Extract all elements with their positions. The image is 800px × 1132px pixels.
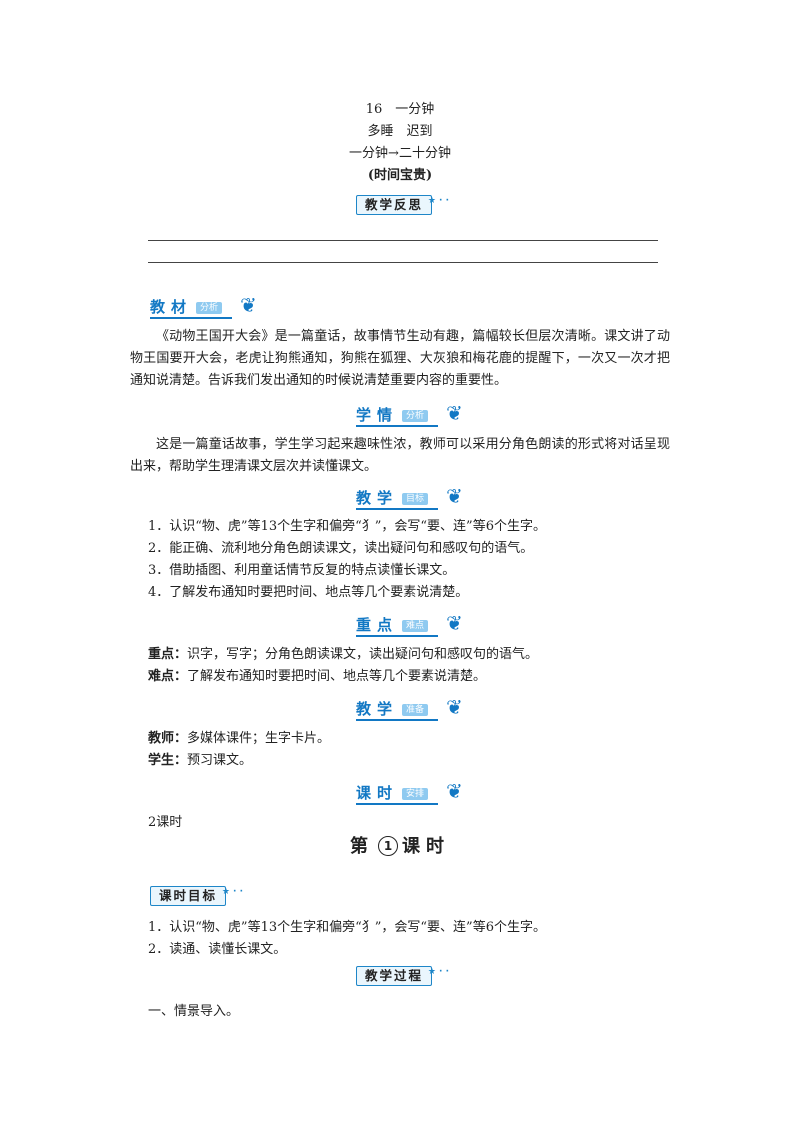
section-learning-analysis: 学情 分析 ❦: [356, 401, 476, 428]
lesson-number-circle: 1: [378, 836, 398, 856]
lesson-goal-item: 2．读通、读懂长课文。: [148, 942, 287, 957]
learning-analysis-text: 这是一篇童话故事，学生学习起来趣味性浓，教师可以采用分角色朗读的形式将对话呈现出…: [130, 437, 670, 474]
section-underline: [356, 719, 438, 721]
section-schedule-main: 课时: [356, 784, 399, 802]
goal-item: 2．能正确、流利地分角色朗读课文，读出疑问句和感叹句的语气。: [148, 541, 534, 556]
lesson-goal-item: 1．认识“物、虎”等13个生字和偏旁“犭”，会写“要、连”等6个生字。: [148, 920, 546, 935]
section-key-points: 重点 难点 ❦: [356, 611, 476, 638]
student-prep-text: 预习课文。: [187, 753, 253, 768]
stars-decoration-icon: ★ · ·: [221, 887, 244, 897]
lesson-title-pre: 第: [350, 836, 374, 857]
teacher-prep-line: 教师：多媒体课件；生字卡片。: [148, 729, 330, 749]
key-point-text: 识字，写字；分角色朗读课文，读出疑问句和感叹句的语气。: [187, 647, 539, 662]
section-goals-main: 教学: [356, 489, 399, 507]
process-heading: 教学过程 ★ · ·: [356, 966, 449, 986]
board-line-3: 一分钟→二十分钟: [349, 146, 451, 161]
student-prep-line: 学生：预习课文。: [148, 751, 252, 771]
lesson-goals-heading-text: 课时目标: [159, 888, 218, 903]
lesson-goals-heading: 课时目标 ★ · ·: [150, 886, 243, 906]
book-icon: ❦: [240, 293, 257, 317]
schedule-text: 2课时: [148, 815, 183, 830]
section-underline: [150, 317, 232, 319]
board-line-4: (时间宝贵): [367, 168, 433, 183]
book-icon: ❦: [446, 779, 463, 803]
section-keypoints-main: 重点: [356, 616, 399, 634]
section-underline: [356, 635, 438, 637]
reflection-line-1: [148, 240, 658, 241]
section-schedule: 课时 安排 ❦: [356, 779, 476, 806]
stars-decoration-icon: ★ · ·: [427, 967, 450, 977]
section-prep-sub: 准备: [402, 704, 429, 716]
section-underline: [356, 425, 438, 427]
section-learning-sub: 分析: [402, 410, 429, 422]
student-prep-label: 学生：: [148, 753, 188, 768]
material-analysis-text: 《动物王国开大会》是一篇童话，故事情节生动有趣，篇幅较长但层次清晰。课文讲了动物…: [130, 329, 670, 388]
section-prep-main: 教学: [356, 700, 399, 718]
section-schedule-sub: 安排: [402, 788, 429, 800]
section-keypoints-sub: 难点: [402, 620, 429, 632]
goal-item: 4．了解发布通知时要把时间、地点等几个要素说清楚。: [148, 585, 469, 600]
section-teaching-prep: 教学 准备 ❦: [356, 695, 476, 722]
section-material-main: 教材: [150, 298, 193, 316]
process-step: 一、情景导入。: [148, 1004, 240, 1019]
section-material-analysis: 教材 分析 ❦: [150, 293, 270, 320]
goal-item: 3．借助插图、利用童话情节反复的特点读懂长课文。: [148, 563, 456, 578]
section-material-sub: 分析: [196, 302, 223, 314]
difficult-point-label: 难点：: [148, 669, 188, 684]
board-line-2: 多睡 迟到: [367, 124, 433, 139]
lesson-title-post: 课时: [402, 836, 450, 857]
teacher-prep-text: 多媒体课件；生字卡片。: [187, 731, 331, 746]
section-underline: [356, 803, 438, 805]
goal-item: 1．认识“物、虎”等13个生字和偏旁“犭”，会写“要、连”等6个生字。: [148, 519, 546, 534]
key-point-line: 重点：识字，写字；分角色朗读课文，读出疑问句和感叹句的语气。: [148, 645, 538, 665]
process-heading-text: 教学过程: [365, 968, 424, 983]
reflection-line-2: [148, 262, 658, 263]
board-title: 16 一分钟: [365, 102, 435, 117]
book-icon: ❦: [446, 484, 463, 508]
book-icon: ❦: [446, 401, 463, 425]
difficult-point-text: 了解发布通知时要把时间、地点等几个要素说清楚。: [187, 669, 487, 684]
book-icon: ❦: [446, 611, 463, 635]
teacher-prep-label: 教师：: [148, 731, 188, 746]
section-learning-main: 学情: [356, 406, 399, 424]
reflection-heading-text: 教学反思: [365, 197, 424, 212]
difficult-point-line: 难点：了解发布通知时要把时间、地点等几个要素说清楚。: [148, 667, 486, 687]
section-goals-sub: 目标: [402, 493, 429, 505]
reflection-heading: 教学反思 ★ · ·: [356, 195, 449, 215]
section-teaching-goals: 教学 目标 ❦: [356, 484, 476, 511]
section-underline: [356, 508, 438, 510]
stars-decoration-icon: ★ · ·: [427, 196, 450, 206]
book-icon: ❦: [446, 695, 463, 719]
key-point-label: 重点：: [148, 647, 188, 662]
